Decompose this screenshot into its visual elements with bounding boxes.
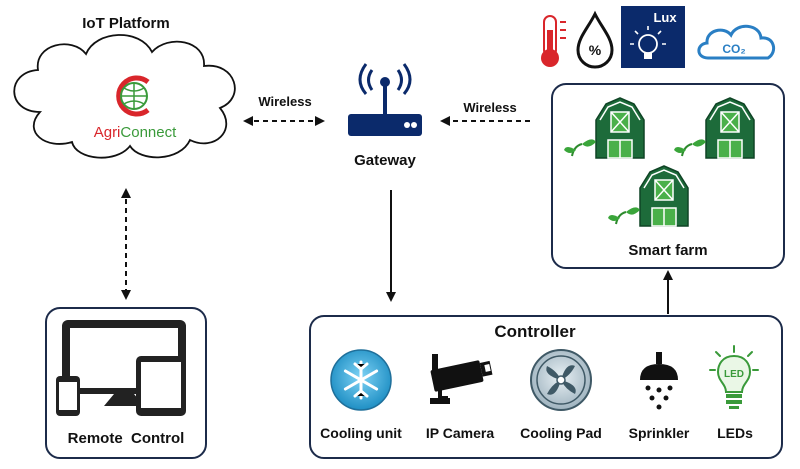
agriconnect-wordmark: AgriConnect (94, 124, 177, 141)
logo-word-agri: Agri (94, 124, 121, 141)
controller-item-cooling-unit: Cooling unit (320, 425, 402, 441)
snowflake-icon (330, 349, 392, 411)
ip-camera-icon (430, 354, 493, 404)
controller-item-leds: LEDs (717, 425, 753, 441)
led-bulb-text: LED (724, 369, 744, 380)
devices-icon (56, 320, 186, 416)
sprinkler-icon (640, 352, 678, 410)
led-bulb-icon: LED (709, 345, 759, 409)
cooling-pad-fan-icon (530, 349, 592, 411)
co2-cloud-icon: CO₂ (691, 12, 781, 68)
gateway-label: Gateway (354, 152, 416, 169)
remote-control-label: Remote Control (68, 430, 185, 447)
smart-farm-label: Smart farm (628, 242, 707, 259)
thermometer-icon (541, 15, 566, 67)
lux-label: Lux (653, 10, 677, 25)
controller-item-sprinkler: Sprinkler (629, 425, 690, 441)
light-sensor-icon: Lux (621, 6, 685, 68)
wireless-label-left: Wireless (258, 94, 311, 109)
router-icon (348, 63, 422, 136)
controller-item-cooling-pad: Cooling Pad (520, 425, 602, 441)
controller-title: Controller (494, 322, 576, 341)
platform-title: IoT Platform (82, 15, 170, 32)
controller-item-ip-camera: IP Camera (426, 425, 494, 441)
agriconnect-logo-icon (116, 75, 150, 117)
co2-label: CO₂ (722, 42, 745, 56)
humidity-drop-icon: % (576, 10, 614, 69)
humidity-percent-symbol: % (589, 42, 602, 58)
logo-word-connect: Connect (120, 124, 177, 141)
wireless-label-right: Wireless (463, 100, 516, 115)
